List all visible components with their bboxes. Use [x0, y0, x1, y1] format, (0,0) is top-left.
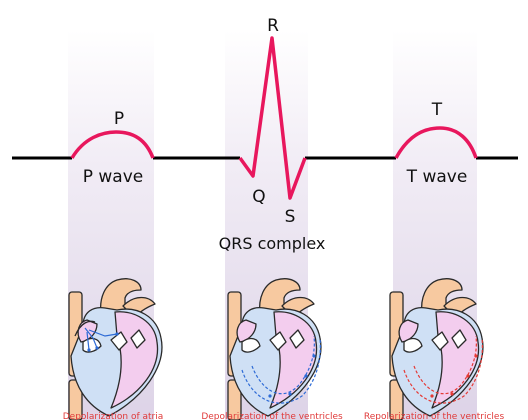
t-peak-label: T [431, 100, 443, 120]
t-wave-trace [394, 126, 478, 159]
t-wave-label: T wave [406, 167, 468, 187]
r-peak-label: R [267, 16, 279, 36]
q-label: Q [252, 187, 265, 207]
qrs-complex-label: QRS complex [219, 234, 326, 253]
p-wave-trace [70, 130, 155, 159]
s-label: S [285, 207, 296, 227]
heart-ventricular-repolarization: Repolarization of the ventricles [364, 278, 505, 420]
heart-ventricular-depolarization: Depolarization of the ventricles [201, 278, 343, 420]
qrs-complex-trace [238, 36, 307, 200]
p-wave-label: P wave [83, 167, 144, 187]
caption-atrial-depolarization: Depolarization of atria [63, 412, 164, 420]
heart-atrial-depolarization: Depolarization of atria [63, 278, 164, 420]
p-peak-label: P [114, 109, 124, 129]
caption-ventricular-depolarization: Depolarization of the ventricles [201, 412, 343, 420]
caption-ventricular-repolarization: Repolarization of the ventricles [364, 412, 505, 420]
